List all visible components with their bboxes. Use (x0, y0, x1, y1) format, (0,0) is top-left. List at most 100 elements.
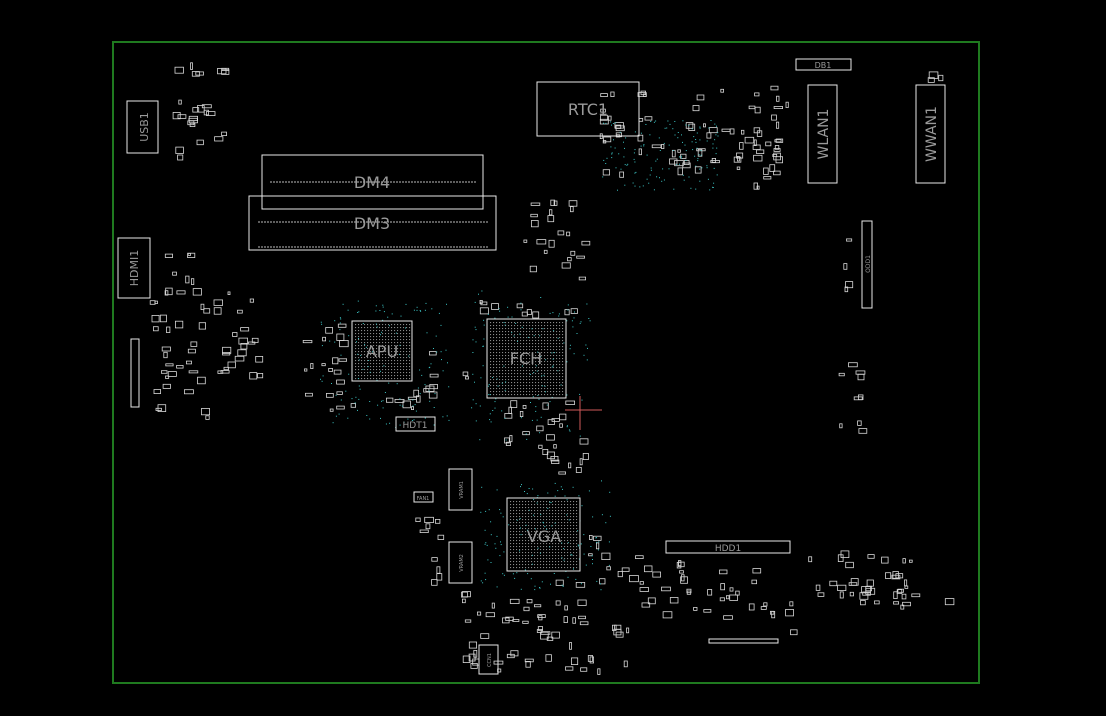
via (514, 376, 516, 378)
via (367, 357, 369, 359)
via (520, 346, 522, 348)
via (672, 150, 674, 151)
component-footprint (754, 106, 761, 114)
component-footprint (754, 92, 760, 97)
via (529, 370, 531, 372)
via (510, 531, 512, 533)
via (358, 366, 360, 368)
slot-wwan1[interactable]: WWAN1 (915, 84, 946, 184)
via (508, 376, 510, 378)
component-footprint (522, 431, 530, 436)
via (543, 507, 545, 509)
via (535, 325, 537, 327)
via (553, 349, 555, 351)
via (409, 372, 411, 374)
memory-slot-dm4[interactable]: DM4 (261, 154, 484, 210)
via (419, 369, 421, 371)
via (382, 354, 384, 356)
chip-vram2[interactable]: VRAM2 (448, 541, 473, 584)
via (535, 328, 537, 330)
via (552, 528, 554, 530)
connector-odd1[interactable]: ODD1 (861, 220, 873, 309)
vga-label: VGA (527, 527, 561, 546)
via (550, 379, 552, 381)
via (511, 340, 513, 342)
slot-wlan1[interactable]: WLAN1 (807, 84, 838, 184)
component-footprint (222, 346, 232, 354)
connector-bottom-strip[interactable] (708, 638, 779, 644)
component-footprint (157, 404, 167, 413)
via (579, 393, 581, 395)
via (489, 419, 491, 421)
via (544, 526, 546, 528)
connector-hdmi1[interactable]: HDMI1 (117, 237, 151, 299)
chip-fch[interactable]: FCH (486, 318, 567, 399)
connector-ccn1[interactable]: CCN1 (478, 644, 499, 675)
via (526, 343, 528, 345)
via (534, 507, 536, 509)
via (535, 340, 537, 342)
via (505, 391, 507, 393)
via (487, 313, 489, 315)
chip-vram1[interactable]: VRAM1 (448, 468, 473, 511)
via (510, 516, 512, 518)
via (577, 530, 579, 532)
via (485, 510, 487, 512)
via (561, 534, 563, 536)
via (391, 372, 393, 374)
via (385, 360, 387, 362)
via (544, 343, 546, 345)
via (573, 504, 575, 506)
via (567, 519, 569, 521)
via (532, 388, 534, 390)
via (527, 573, 529, 575)
via (397, 366, 399, 368)
via (522, 540, 524, 542)
via (569, 344, 571, 346)
via (514, 370, 516, 372)
via (529, 379, 531, 381)
connector-db1[interactable]: DB1 (795, 58, 852, 71)
via (499, 322, 501, 324)
via (612, 123, 614, 124)
connector-hdt1[interactable]: HDT1 (395, 416, 436, 432)
via (479, 439, 481, 441)
connector-usb1[interactable]: USB1 (126, 100, 159, 154)
component-footprint (848, 582, 858, 586)
battery-rtc1[interactable]: RTC1 (536, 81, 640, 137)
via (540, 514, 542, 516)
connector-hdd1[interactable]: HDD1 (665, 540, 791, 554)
via (492, 377, 494, 379)
via (576, 546, 578, 548)
via (540, 297, 542, 298)
via (534, 519, 536, 521)
via (546, 537, 548, 539)
via (547, 343, 549, 345)
via (508, 379, 510, 381)
via (516, 501, 518, 503)
via (529, 334, 531, 336)
via (544, 346, 546, 348)
via (528, 509, 530, 511)
component-footprint (410, 406, 414, 411)
via (367, 354, 369, 356)
chip-vga[interactable]: VGA (506, 497, 581, 572)
chip-apu[interactable]: APU (351, 320, 413, 382)
via (361, 351, 363, 353)
component-footprint (546, 636, 554, 641)
component-footprint (703, 609, 712, 613)
via (511, 352, 513, 354)
via (540, 537, 542, 539)
via (474, 301, 476, 303)
via (561, 567, 563, 569)
via (370, 345, 372, 347)
via (535, 370, 537, 372)
connector-left-strip[interactable] (130, 338, 140, 408)
via (535, 331, 537, 333)
fan1-label: FAN1 (417, 496, 430, 502)
via (677, 132, 679, 133)
connector-fan1[interactable]: FAN1 (413, 491, 434, 503)
memory-slot-dm3[interactable]: DM3 (248, 195, 497, 251)
component-footprint (548, 239, 555, 248)
via (543, 510, 545, 512)
